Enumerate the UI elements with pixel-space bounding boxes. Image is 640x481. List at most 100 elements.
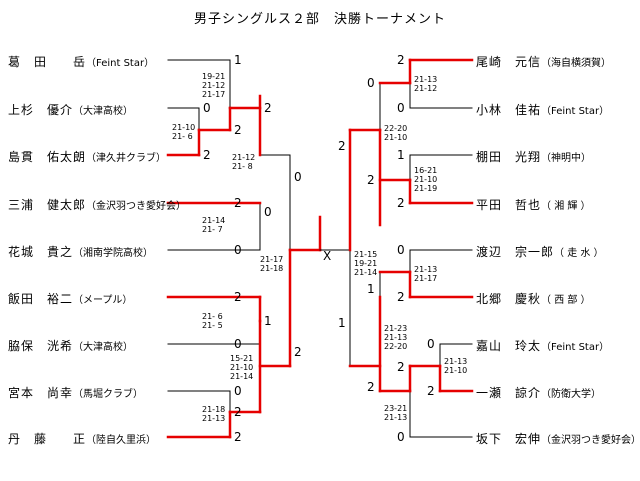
player-name: 渡辺 宗一郎 [476, 245, 555, 259]
result-count: 0 [234, 337, 242, 351]
result-count: 2 [234, 405, 242, 419]
player-club: （湘南学院高校） [73, 248, 154, 259]
player-club: （ 西 部 ） [541, 295, 591, 306]
player-club: （ 走 水 ） [554, 248, 604, 259]
player-name: 島貫 佑太朗 [8, 150, 87, 164]
result-count: 2 [234, 430, 242, 444]
result-count: 0 [234, 384, 242, 398]
right-player-1: 尾崎 元信（海自横須賀） [476, 53, 611, 70]
game-score: 21-13 21-17 [414, 265, 438, 283]
player-club: （馬堀クラブ） [73, 389, 144, 400]
player-club: （金沢羽つき愛好会） [541, 435, 640, 446]
player-club: （大津高校） [73, 342, 134, 353]
result-count: 2 [294, 345, 302, 359]
player-name: 平田 哲也 [476, 198, 542, 212]
result-count: 1 [264, 314, 272, 328]
result-count: 0 [294, 170, 302, 184]
result-count: 2 [203, 148, 211, 162]
game-score: 21- 6 21- 5 [202, 312, 223, 330]
result-count: 0 [427, 337, 435, 351]
player-name: 宮本 尚幸 [8, 386, 74, 400]
game-score: 23-21 21-13 [384, 404, 408, 422]
result-count: 2 [234, 196, 242, 210]
right-player-8: 一瀬 諒介（防衛大学） [476, 384, 601, 401]
right-player-4: 平田 哲也（ 湘 輝 ） [476, 196, 591, 213]
left-player-4: 三浦 健太郎（金沢羽つき愛好会） [8, 196, 186, 213]
player-name: 花城 貴之 [8, 245, 74, 259]
player-name: 三浦 健太郎 [8, 198, 87, 212]
player-club: （防衛大学） [541, 389, 602, 400]
result-count: 2 [397, 290, 405, 304]
left-player-6: 飯田 裕二（メープル） [8, 290, 132, 307]
player-name: 上杉 優介 [8, 103, 74, 117]
result-count: 2 [367, 380, 375, 394]
player-name: 葛 田 岳 [8, 55, 87, 69]
game-score: 21-15 19-21 21-14 [354, 250, 378, 277]
game-score: 21-23 21-13 22-20 [384, 324, 408, 351]
right-player-7: 嘉山 玲太（Feint Star） [476, 337, 609, 354]
result-count: 2 [338, 139, 346, 153]
right-player-2: 小林 佳祐（Feint Star） [476, 101, 609, 118]
result-count: 1 [234, 53, 242, 67]
result-count: 2 [234, 123, 242, 137]
result-count: 2 [397, 196, 405, 210]
game-score: 22-20 21-10 [384, 124, 408, 142]
result-count: 2 [397, 53, 405, 67]
game-score: 21-18 21-13 [202, 405, 226, 423]
result-count: 1 [338, 316, 346, 330]
left-player-2: 上杉 優介（大津高校） [8, 101, 133, 118]
right-player-6: 北郷 慶秋（ 西 部 ） [476, 290, 591, 307]
player-club: （Feint Star） [541, 342, 610, 353]
result-count: 2 [264, 101, 272, 115]
result-count: 1 [397, 148, 405, 162]
left-player-8: 宮本 尚幸（馬堀クラブ） [8, 384, 143, 401]
result-count: 2 [427, 384, 435, 398]
right-player-9: 坂下 宏伸（金沢羽つき愛好会） [476, 430, 640, 447]
player-club: （ 湘 輝 ） [541, 201, 591, 212]
player-club: （金沢羽つき愛好会） [86, 201, 187, 212]
right-player-5: 渡辺 宗一郎（ 走 水 ） [476, 243, 604, 260]
result-count: 2 [367, 173, 375, 187]
result-count: 2 [234, 290, 242, 304]
player-club: （海自横須賀） [541, 58, 612, 69]
result-count: 2 [397, 360, 405, 374]
game-score: 21-13 21-10 [444, 357, 468, 375]
player-name: 嘉山 玲太 [476, 339, 542, 353]
game-score: 21-13 21-12 [414, 75, 438, 93]
player-club: （津久井クラブ） [86, 153, 167, 164]
game-score: 16-21 21-10 21-19 [414, 166, 438, 193]
left-player-5: 花城 貴之（湘南学院高校） [8, 243, 153, 260]
left-player-7: 脇保 洸希（大津高校） [8, 337, 133, 354]
game-score: 19-21 21-12 21-17 [202, 72, 226, 99]
player-name: 尾崎 元信 [476, 55, 542, 69]
right-player-3: 棚田 光翔（神明中） [476, 148, 591, 165]
game-score: 21-12 21- 8 [232, 153, 256, 171]
player-name: 丹 藤 正 [8, 432, 87, 446]
player-name: 飯田 裕二 [8, 292, 74, 306]
final-mark: X [323, 249, 332, 263]
result-count: 0 [203, 101, 211, 115]
left-player-1: 葛 田 岳（Feint Star） [8, 53, 154, 70]
game-score: 15-21 21-10 21-14 [230, 354, 254, 381]
player-club: （陸自久里浜） [86, 435, 157, 446]
result-count: 0 [397, 430, 405, 444]
player-name: 棚田 光翔 [476, 150, 542, 164]
player-name: 一瀬 諒介 [476, 386, 542, 400]
game-score: 21-14 21- 7 [202, 216, 226, 234]
page-title: 男子シングルス２部 決勝トーナメント [193, 12, 446, 27]
game-score: 21-10 21- 6 [172, 123, 196, 141]
result-count: 0 [264, 205, 272, 219]
player-name: 小林 佳祐 [476, 103, 542, 117]
left-player-3: 島貫 佑太朗（津久井クラブ） [8, 148, 166, 165]
player-name: 坂下 宏伸 [476, 432, 542, 446]
player-club: （Feint Star） [541, 106, 610, 117]
player-club: （メープル） [73, 295, 133, 306]
player-club: （神明中） [541, 153, 592, 164]
player-name: 北郷 慶秋 [476, 292, 542, 306]
left-player-9: 丹 藤 正（陸自久里浜） [8, 430, 156, 447]
game-score: 21-17 21-18 [260, 255, 284, 273]
player-club: （大津高校） [73, 106, 134, 117]
player-club: （Feint Star） [86, 58, 155, 69]
player-name: 脇保 洸希 [8, 339, 74, 353]
